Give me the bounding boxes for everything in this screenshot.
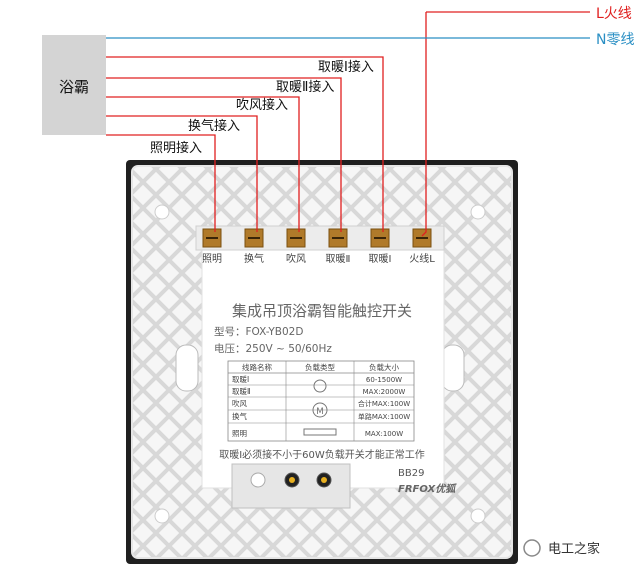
product-voltage: 电压：250V ~ 50/60Hz [214, 342, 332, 355]
terminal-block [195, 225, 445, 251]
connector-pin [321, 477, 327, 483]
table-row-load: 60-1500W [366, 376, 402, 384]
label-panel [201, 225, 445, 489]
appliance-box [42, 35, 106, 135]
table-row-name: 取暖Ⅰ [232, 375, 249, 384]
motor-symbol-label: M [316, 407, 324, 417]
wire-blow [106, 96, 300, 232]
table-row-name: 换气 [232, 411, 247, 421]
watermark-icon [523, 539, 541, 557]
product-title: 集成吊顶浴霸智能触控开关 [232, 302, 412, 320]
table-row-load: 单路MAX:100W [358, 412, 410, 421]
product-code: BB29 [398, 468, 424, 479]
wire-heat2 [106, 77, 342, 232]
label-vent: 换气接入 [188, 118, 240, 134]
mount-hole [470, 204, 486, 220]
table-row-load: 合计MAX:100W [358, 399, 410, 408]
side-slot [175, 344, 199, 392]
lamp-symbol [313, 379, 327, 393]
watermark: 电工之家 [523, 539, 600, 557]
mount-hole [154, 508, 170, 524]
mount-hole [470, 508, 486, 524]
table-header: 负载类型 [305, 362, 335, 372]
terminal-row: 照明 换气 吹风 取暖Ⅱ 取暖Ⅰ 火线L [202, 228, 435, 265]
terminal-label: 取暖Ⅱ [326, 252, 351, 265]
brand-label: FRFOX优狐 [398, 483, 457, 495]
table-row-name: 取暖Ⅱ [232, 387, 251, 396]
table-row-name: 照明 [232, 429, 247, 438]
terminal-label: 照明 [202, 253, 222, 265]
motor-symbol [312, 402, 328, 418]
label-neutral: N零线 [596, 32, 634, 48]
mount-hole [154, 204, 170, 220]
label-light: 照明接入 [150, 140, 202, 156]
appliance-label: 浴霸 [59, 78, 89, 96]
side-slot [441, 344, 465, 392]
label-heat2: 取暖Ⅱ接入 [276, 79, 334, 95]
table-header: 线路名称 [242, 362, 272, 372]
wire-live [421, 12, 427, 237]
table-row-load: MAX:2000W [363, 388, 406, 396]
product-note: 取暖Ⅰ必须接不小于60W负载开关才能正常工作 [219, 448, 425, 461]
table-row-name: 吹风 [232, 398, 247, 408]
connector-pin [250, 472, 266, 488]
watermark-text: 电工之家 [548, 541, 600, 557]
tube-symbol [303, 428, 337, 436]
terminal-label: 火线L [409, 252, 435, 265]
table-header: 负载大小 [369, 362, 399, 372]
wire-vent [106, 115, 258, 232]
terminal-label: 吹风 [286, 252, 306, 265]
terminal-label: 换气 [244, 252, 264, 265]
product-model: 型号：FOX-YB02D [214, 325, 303, 338]
label-heat1: 取暖Ⅰ接入 [318, 59, 374, 75]
connector-pin [289, 477, 295, 483]
wire-heat1 [106, 56, 384, 232]
terminal-label: 取暖Ⅰ [369, 252, 392, 265]
wire-group [106, 11, 590, 237]
wire-light [106, 134, 216, 232]
label-live: L火线 [596, 6, 632, 22]
table-row-load: MAX:100W [365, 430, 403, 438]
label-blow: 吹风接入 [236, 97, 288, 113]
